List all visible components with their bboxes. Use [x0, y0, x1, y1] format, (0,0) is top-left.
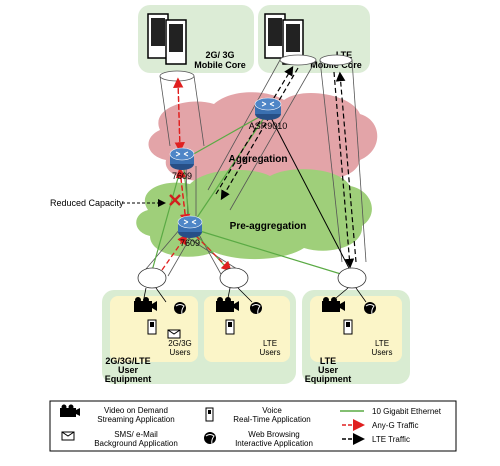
router-7609-upper-label: 7609 — [172, 171, 192, 181]
legend-lte-label: LTE Traffic — [372, 435, 410, 444]
globe-icon — [174, 302, 186, 315]
globe-icon — [364, 302, 376, 315]
router-asr9010-label: ASR9010 — [249, 121, 288, 131]
user-group-2-label-2: User — [318, 365, 339, 375]
legend-sms-1: SMS/ e-Mail — [114, 430, 158, 439]
core-label-2g3g: 2G/ 3G — [205, 50, 234, 60]
core-label-2g3g-sub: Mobile Core — [194, 60, 246, 70]
globe-icon — [250, 302, 262, 315]
phone-icon — [343, 319, 353, 335]
legend-vod-2: Streaming Application — [97, 415, 174, 424]
user-sub1-label: 2G/3G — [168, 339, 192, 348]
legend-box — [49, 400, 457, 452]
legend-gige-label: 10 Gigabit Ethernet — [372, 407, 442, 416]
legend-sms-2: Background Application — [94, 439, 178, 448]
router-7609-upper-icon — [169, 147, 195, 170]
video-camera-icon — [134, 297, 157, 312]
legend-voice-1: Voice — [262, 406, 282, 415]
user-group-1-label: 2G/3G/LTE — [105, 356, 150, 366]
legend-vod-1: Video on Demand — [104, 406, 168, 415]
user-sub2-label: LTE — [263, 339, 277, 348]
user-g2-sub-label-b: Users — [372, 348, 393, 357]
user-subgroup-lte-2 — [310, 296, 402, 362]
aggregation-cloud — [148, 92, 378, 185]
legend-web-2: Interactive Application — [235, 439, 313, 448]
legend-video-icon — [60, 404, 80, 417]
legend-phone-icon — [205, 407, 214, 422]
server-rack-icon — [147, 13, 187, 65]
legend-globe-icon — [204, 432, 216, 445]
pre-aggregation-label: Pre-aggregation — [230, 221, 307, 232]
phone-icon — [225, 319, 235, 335]
lte-traffic-arrows — [215, 65, 357, 269]
user-sub1-label-b: Users — [170, 348, 191, 357]
user-group-1-label-2: User — [118, 365, 139, 375]
envelope-icon — [167, 329, 181, 339]
phone-icon — [147, 319, 157, 335]
user-group-2-label: LTE — [320, 356, 336, 366]
tunnel-lte-core — [207, 54, 367, 263]
anyg-traffic-arrows — [161, 77, 232, 272]
access-tunnel-ends — [137, 267, 367, 289]
video-camera-icon — [216, 297, 239, 312]
user-g2-sub-label: LTE — [375, 339, 389, 348]
tunnel-2g3g-core — [159, 70, 205, 147]
legend-voice-2: Real-Time Application — [233, 415, 311, 424]
video-camera-icon — [322, 297, 345, 312]
server-rack-icon — [264, 13, 304, 65]
legend-anyg-label: Any-G Traffic — [372, 421, 419, 430]
access-stems — [143, 287, 367, 303]
router-7609-lower-icon — [177, 215, 203, 238]
lte-route-line — [267, 111, 351, 271]
legend-web-1: Web Browsing — [248, 430, 299, 439]
user-group-2-label-3: Equipment — [305, 374, 352, 384]
core-label-lte: LTE — [336, 50, 352, 60]
aggregation-label: Aggregation — [229, 154, 288, 165]
legend-envelope-icon — [61, 431, 75, 441]
user-subgroup-lte — [204, 296, 290, 362]
user-group-1-label-3: Equipment — [105, 374, 152, 384]
failure-x-icon — [169, 194, 181, 206]
router-7609-lower-label: 7609 — [180, 238, 200, 248]
user-sub2-label-b: Users — [260, 348, 281, 357]
reduced-capacity-label: Reduced Capacity — [50, 198, 124, 208]
router-asr9010-icon — [254, 97, 282, 120]
